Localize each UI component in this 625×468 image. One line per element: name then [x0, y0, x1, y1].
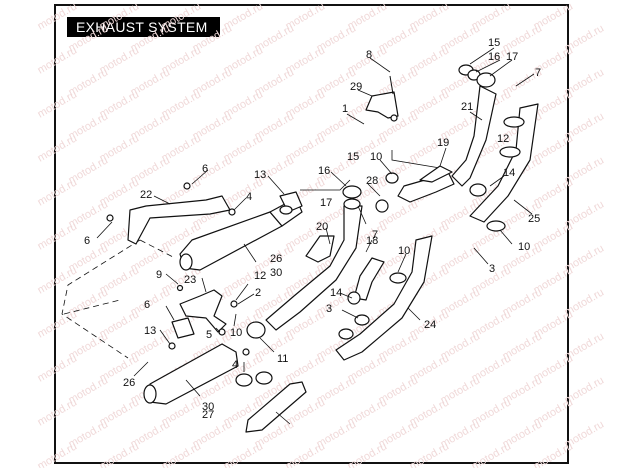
- diagram-title: EXHAUST SYSTEM: [67, 17, 220, 37]
- watermark-text: motod.ru: [36, 396, 80, 428]
- callout-25: 25: [528, 213, 540, 225]
- callout-6: 6: [144, 299, 150, 311]
- callout-1: 1: [342, 103, 348, 115]
- watermark-text: motod.ru: [222, 440, 266, 468]
- callout-9: 9: [156, 269, 162, 281]
- callout-4: 4: [232, 359, 238, 371]
- callout-13: 13: [144, 325, 156, 337]
- watermark-text: motod.ru: [532, 440, 576, 468]
- watermark-text: motod.ru: [36, 44, 80, 76]
- watermark-text: motod.ru: [98, 440, 142, 468]
- callout-30: 30: [270, 267, 282, 279]
- lower-muffler: [143, 343, 239, 405]
- callout-7: 7: [535, 67, 541, 79]
- front-head-pipe: [265, 185, 363, 331]
- callout-6: 6: [202, 163, 208, 175]
- callout-12: 12: [497, 133, 509, 145]
- bracket-23: [176, 284, 238, 336]
- callout-2: 2: [255, 287, 261, 299]
- callout-15: 15: [347, 151, 359, 163]
- callout-21: 21: [461, 101, 473, 113]
- watermark-text: motod.ru: [36, 176, 80, 208]
- watermark-text: motod.ru: [36, 352, 80, 384]
- connector-pipe: [353, 257, 385, 301]
- muffler-clamp-upper: [279, 191, 303, 215]
- callout-10: 10: [370, 151, 382, 163]
- callout-3: 3: [489, 263, 495, 275]
- watermark-text: motod.ru: [470, 440, 514, 468]
- heat-shield-rear: [469, 103, 539, 223]
- watermark-text: motod.ru: [346, 440, 390, 468]
- callout-18: 18: [366, 235, 378, 247]
- watermark-text: motod.ru: [36, 220, 80, 252]
- callout-17: 17: [320, 197, 332, 209]
- watermark-text: motod.ru: [408, 440, 452, 468]
- heat-shield-front: [335, 235, 433, 361]
- callout-13: 13: [254, 169, 266, 181]
- callout-29: 29: [350, 81, 362, 93]
- clamps-right: [469, 116, 525, 232]
- callout-22: 22: [140, 189, 152, 201]
- callout-23: 23: [184, 274, 196, 286]
- callout-3: 3: [326, 303, 332, 315]
- callout-24: 24: [424, 319, 436, 331]
- callout-20: 20: [316, 221, 328, 233]
- muffler-heat-shield: [245, 381, 307, 433]
- callout-10: 10: [230, 327, 242, 339]
- callout-8: 8: [366, 49, 372, 61]
- callout-26: 26: [123, 377, 135, 389]
- callout-16: 16: [318, 165, 330, 177]
- callout-30: 30: [202, 401, 214, 413]
- callout-16: 16: [488, 51, 500, 63]
- callout-27: 27: [202, 409, 214, 421]
- assembly-lines: [61, 150, 441, 359]
- watermark-text: motod.ru: [36, 88, 80, 120]
- callout-10: 10: [398, 245, 410, 257]
- callout-11: 11: [277, 353, 288, 365]
- callout-12: 12: [254, 270, 266, 282]
- callout-14: 14: [330, 287, 342, 299]
- callout-6: 6: [84, 235, 90, 247]
- watermark-text: motod.ru: [36, 264, 80, 296]
- crossover-pipe: [397, 165, 455, 203]
- bracket-22: [106, 182, 236, 245]
- callout-28: 28: [366, 175, 378, 187]
- clamps-center: [338, 172, 399, 340]
- watermark-text: motod.ru: [36, 132, 80, 164]
- callout-7: 7: [372, 229, 378, 241]
- watermark-layer: motod.ru motod.ru motod.ru motod.ru motod.ru…: [36, 0, 607, 468]
- gaskets-top: [458, 64, 496, 88]
- watermark-text: motod.ru: [36, 0, 80, 32]
- watermark-text: motod.ru: [36, 440, 80, 468]
- watermark-text: motod.ru: [160, 440, 204, 468]
- callout-15: 15: [488, 37, 500, 49]
- callout-17: 17: [506, 51, 518, 63]
- watermark-text: motod.ru: [284, 440, 328, 468]
- clamps-11: [235, 371, 273, 387]
- leader-lines: [96, 47, 535, 425]
- clamps-lower: [168, 317, 266, 356]
- callout-4: 4: [246, 191, 252, 203]
- rear-head-pipe: [451, 85, 497, 187]
- upper-muffler: [179, 197, 303, 271]
- watermark-text: motod.ru: [36, 308, 80, 340]
- callout-10: 10: [518, 241, 530, 253]
- callout-5: 5: [206, 329, 212, 341]
- callout-14: 14: [503, 167, 515, 179]
- callout-19: 19: [437, 137, 449, 149]
- callout-26: 26: [270, 253, 282, 265]
